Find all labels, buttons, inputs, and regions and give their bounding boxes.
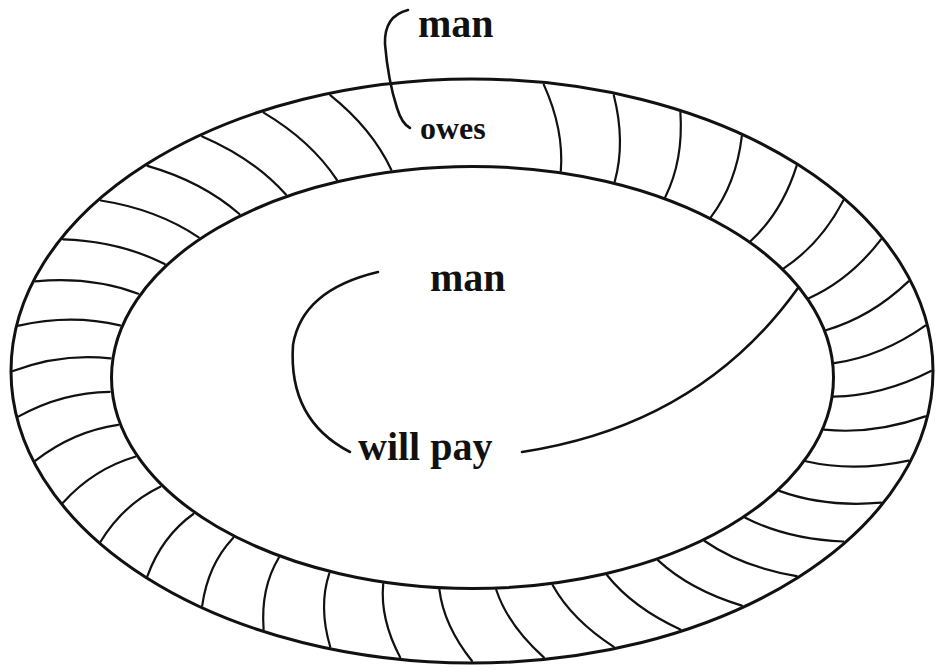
band-hatch bbox=[806, 461, 909, 467]
band-hatch bbox=[665, 113, 681, 198]
word-label: owes bbox=[420, 112, 486, 144]
band-hatch bbox=[330, 95, 391, 170]
band-hatch bbox=[19, 320, 120, 326]
ellipse-outline bbox=[110, 165, 835, 590]
band-hatch bbox=[826, 281, 909, 330]
band-hatch bbox=[101, 201, 199, 238]
band-hatch bbox=[544, 85, 561, 171]
ellipse bbox=[112, 167, 834, 589]
band-hatch bbox=[658, 560, 742, 605]
band-hatch bbox=[834, 326, 925, 364]
band-hatch bbox=[202, 136, 286, 194]
band-hatch bbox=[607, 575, 680, 629]
band-hatch bbox=[36, 280, 139, 294]
band-hatch bbox=[13, 357, 111, 371]
word-label: man bbox=[418, 4, 494, 44]
band-hatch bbox=[63, 457, 135, 503]
bracket bbox=[522, 288, 798, 452]
band-hatch bbox=[36, 425, 119, 461]
band-hatch bbox=[101, 487, 161, 542]
band-hatch bbox=[147, 514, 193, 576]
band-hatch bbox=[19, 392, 110, 417]
ellipse bbox=[11, 79, 933, 663]
band-hatch bbox=[614, 95, 620, 182]
band-hatch bbox=[264, 113, 337, 180]
band-hatch bbox=[784, 201, 844, 269]
band-hatch bbox=[263, 558, 279, 630]
band-hatch bbox=[824, 416, 925, 430]
inner-ellipse: man will pay bbox=[110, 165, 835, 590]
band-hatch bbox=[202, 538, 233, 606]
bracket bbox=[293, 272, 378, 452]
band-hatch bbox=[147, 166, 239, 214]
band-hatch bbox=[779, 491, 881, 504]
band-hatch bbox=[745, 518, 843, 542]
word-label: man bbox=[430, 258, 506, 298]
band-hatch bbox=[705, 541, 797, 576]
bracket bbox=[385, 10, 410, 128]
band-hatch bbox=[63, 239, 165, 264]
band-hatch bbox=[383, 584, 400, 657]
band-hatch bbox=[496, 590, 544, 657]
band-hatch bbox=[553, 585, 614, 647]
band-hatch bbox=[439, 590, 472, 661]
band-hatch bbox=[751, 166, 797, 241]
band-hatch bbox=[711, 136, 742, 217]
band-hatch bbox=[834, 371, 932, 397]
word-label: will pay bbox=[358, 427, 492, 467]
band-hatch bbox=[324, 573, 330, 647]
band-hatch bbox=[809, 239, 881, 298]
